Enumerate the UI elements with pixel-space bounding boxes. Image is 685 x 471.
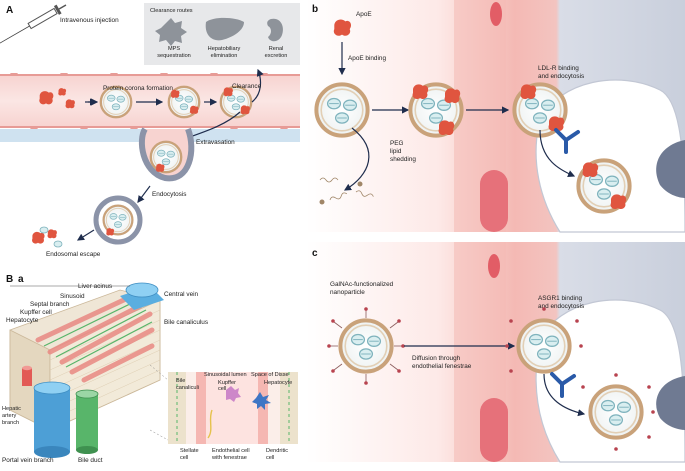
bile-duct bbox=[75, 389, 99, 454]
diffusion-label-1: Diffusion through bbox=[412, 355, 461, 362]
hepatic-artery-label-2: artery bbox=[2, 413, 17, 419]
galnac-label-1: GalNAc-functionalized bbox=[330, 281, 394, 288]
hepatic-artery bbox=[22, 365, 32, 386]
inset-sinusoidal-lumen: Sinusoidal lumen bbox=[204, 372, 247, 378]
route-2-line1: Hepatobiliary bbox=[208, 46, 241, 52]
inset-stellate-2: cell bbox=[180, 455, 188, 461]
asgr1-label-1: ASGR1 binding bbox=[538, 295, 582, 302]
panel-label-b: b bbox=[312, 4, 318, 15]
ldl-receptor-icon bbox=[554, 128, 580, 154]
kidney-icon bbox=[267, 18, 283, 42]
galnac-nanoparticle bbox=[327, 307, 405, 385]
hepatocyte-label: Hepatocyte bbox=[6, 317, 39, 324]
liver-icon bbox=[205, 17, 244, 41]
inset-bile-canaliculi-1: Bile bbox=[176, 378, 185, 384]
asgr1-receptor-icon bbox=[550, 372, 576, 398]
route-2-line2: elimination bbox=[211, 53, 238, 59]
hepatic-artery-label-1: Hepatic bbox=[2, 406, 21, 412]
asgr1-label-2: and endocytosis bbox=[538, 303, 584, 310]
sinusoids bbox=[35, 295, 155, 383]
route-3-line1: Renal bbox=[269, 46, 284, 52]
clearance-label: Clearance bbox=[232, 83, 262, 90]
apoe-protein-icon bbox=[333, 19, 352, 36]
septal-branch-label: Septal branch bbox=[30, 301, 70, 308]
peg-label-2: lipid bbox=[390, 148, 402, 155]
sinusoid-label: Sinusoid bbox=[60, 293, 85, 300]
inset-endothelial-1: Endothelial cell bbox=[212, 448, 250, 454]
escape-label: Endosomal escape bbox=[46, 251, 101, 258]
diffusion-label-2: endothelial fenestrae bbox=[412, 363, 472, 370]
peg-label-3: shedding bbox=[390, 156, 416, 163]
inset-stellate-1: Stellate bbox=[180, 448, 199, 454]
inset-endothelial-2: with fenestrae bbox=[211, 455, 247, 461]
nucleus-c bbox=[656, 376, 685, 430]
kupffer-cell-icon bbox=[226, 386, 241, 402]
galnac-label-2: nanoparticle bbox=[330, 289, 365, 296]
clearance-routes-title: Clearance routes bbox=[150, 8, 193, 14]
inset-bile-canaliculi-2: canaliculi bbox=[176, 385, 199, 391]
central-vein bbox=[120, 282, 164, 310]
inset-hepatocyte: Hepatocyte bbox=[264, 380, 292, 386]
sinusoid-inset bbox=[168, 372, 298, 444]
hepatic-artery-label-3: branch bbox=[2, 420, 19, 426]
ldlr-label-1: LDL-R binding bbox=[538, 65, 579, 72]
route-1-line1: MPS bbox=[168, 46, 180, 52]
portal-vein-label: Portal vein branch bbox=[2, 457, 54, 464]
inset-space-disse: Space of Disse bbox=[251, 372, 289, 378]
syringe-icon bbox=[0, 4, 67, 47]
bile-duct-label: Bile duct bbox=[78, 457, 103, 464]
route-1-line2: sequestration bbox=[157, 53, 191, 59]
escaped-cargo bbox=[39, 226, 63, 248]
panel-label-a: a bbox=[18, 274, 24, 285]
inset-kupffer-2: cell bbox=[218, 386, 226, 392]
bile-canaliculus-label: Bile canaliculus bbox=[164, 319, 208, 326]
corona-label: Protein corona formation bbox=[103, 85, 173, 92]
liver-acinus-label: Liver acinus bbox=[78, 283, 112, 290]
vessel-wall-cells bbox=[10, 73, 288, 129]
peg-lipid-icon bbox=[319, 177, 375, 205]
inset-dendritic-1: Dendritic bbox=[266, 448, 288, 454]
hepatocyte-cell-b bbox=[535, 79, 685, 233]
panel-label-A: A bbox=[6, 5, 13, 16]
route-3-line2: excretion bbox=[265, 53, 288, 59]
inset-dendritic-2: cell bbox=[266, 455, 274, 461]
bile-canaliculi-lines bbox=[43, 301, 153, 368]
apoe-binding-label: ApoE binding bbox=[348, 55, 386, 62]
inset-kupffer-1: Kupffer bbox=[218, 380, 236, 386]
apoe-label: ApoE bbox=[356, 11, 372, 18]
nucleus-b bbox=[656, 140, 685, 198]
dendritic-cell-icon bbox=[252, 392, 271, 410]
portal-vein bbox=[33, 381, 71, 458]
macrophage-icon bbox=[155, 18, 187, 46]
panel-label-c: c bbox=[312, 248, 318, 259]
endocytosis-label: Endocytosis bbox=[152, 191, 186, 198]
panel-label-B: B bbox=[6, 274, 13, 285]
kupffer-label: Kupffer cell bbox=[20, 309, 52, 316]
red-blood-cell bbox=[490, 2, 502, 26]
peg-label-1: PEG bbox=[390, 140, 404, 147]
central-vein-label: Central vein bbox=[164, 291, 199, 298]
ldlr-label-2: and endocytosis bbox=[538, 73, 584, 80]
injection-label: Intravenous injection bbox=[60, 17, 119, 24]
extravasation-label: Extravasation bbox=[196, 139, 235, 146]
stellate-cell-icon bbox=[207, 409, 213, 439]
hepatocyte-cell-c bbox=[535, 299, 685, 463]
